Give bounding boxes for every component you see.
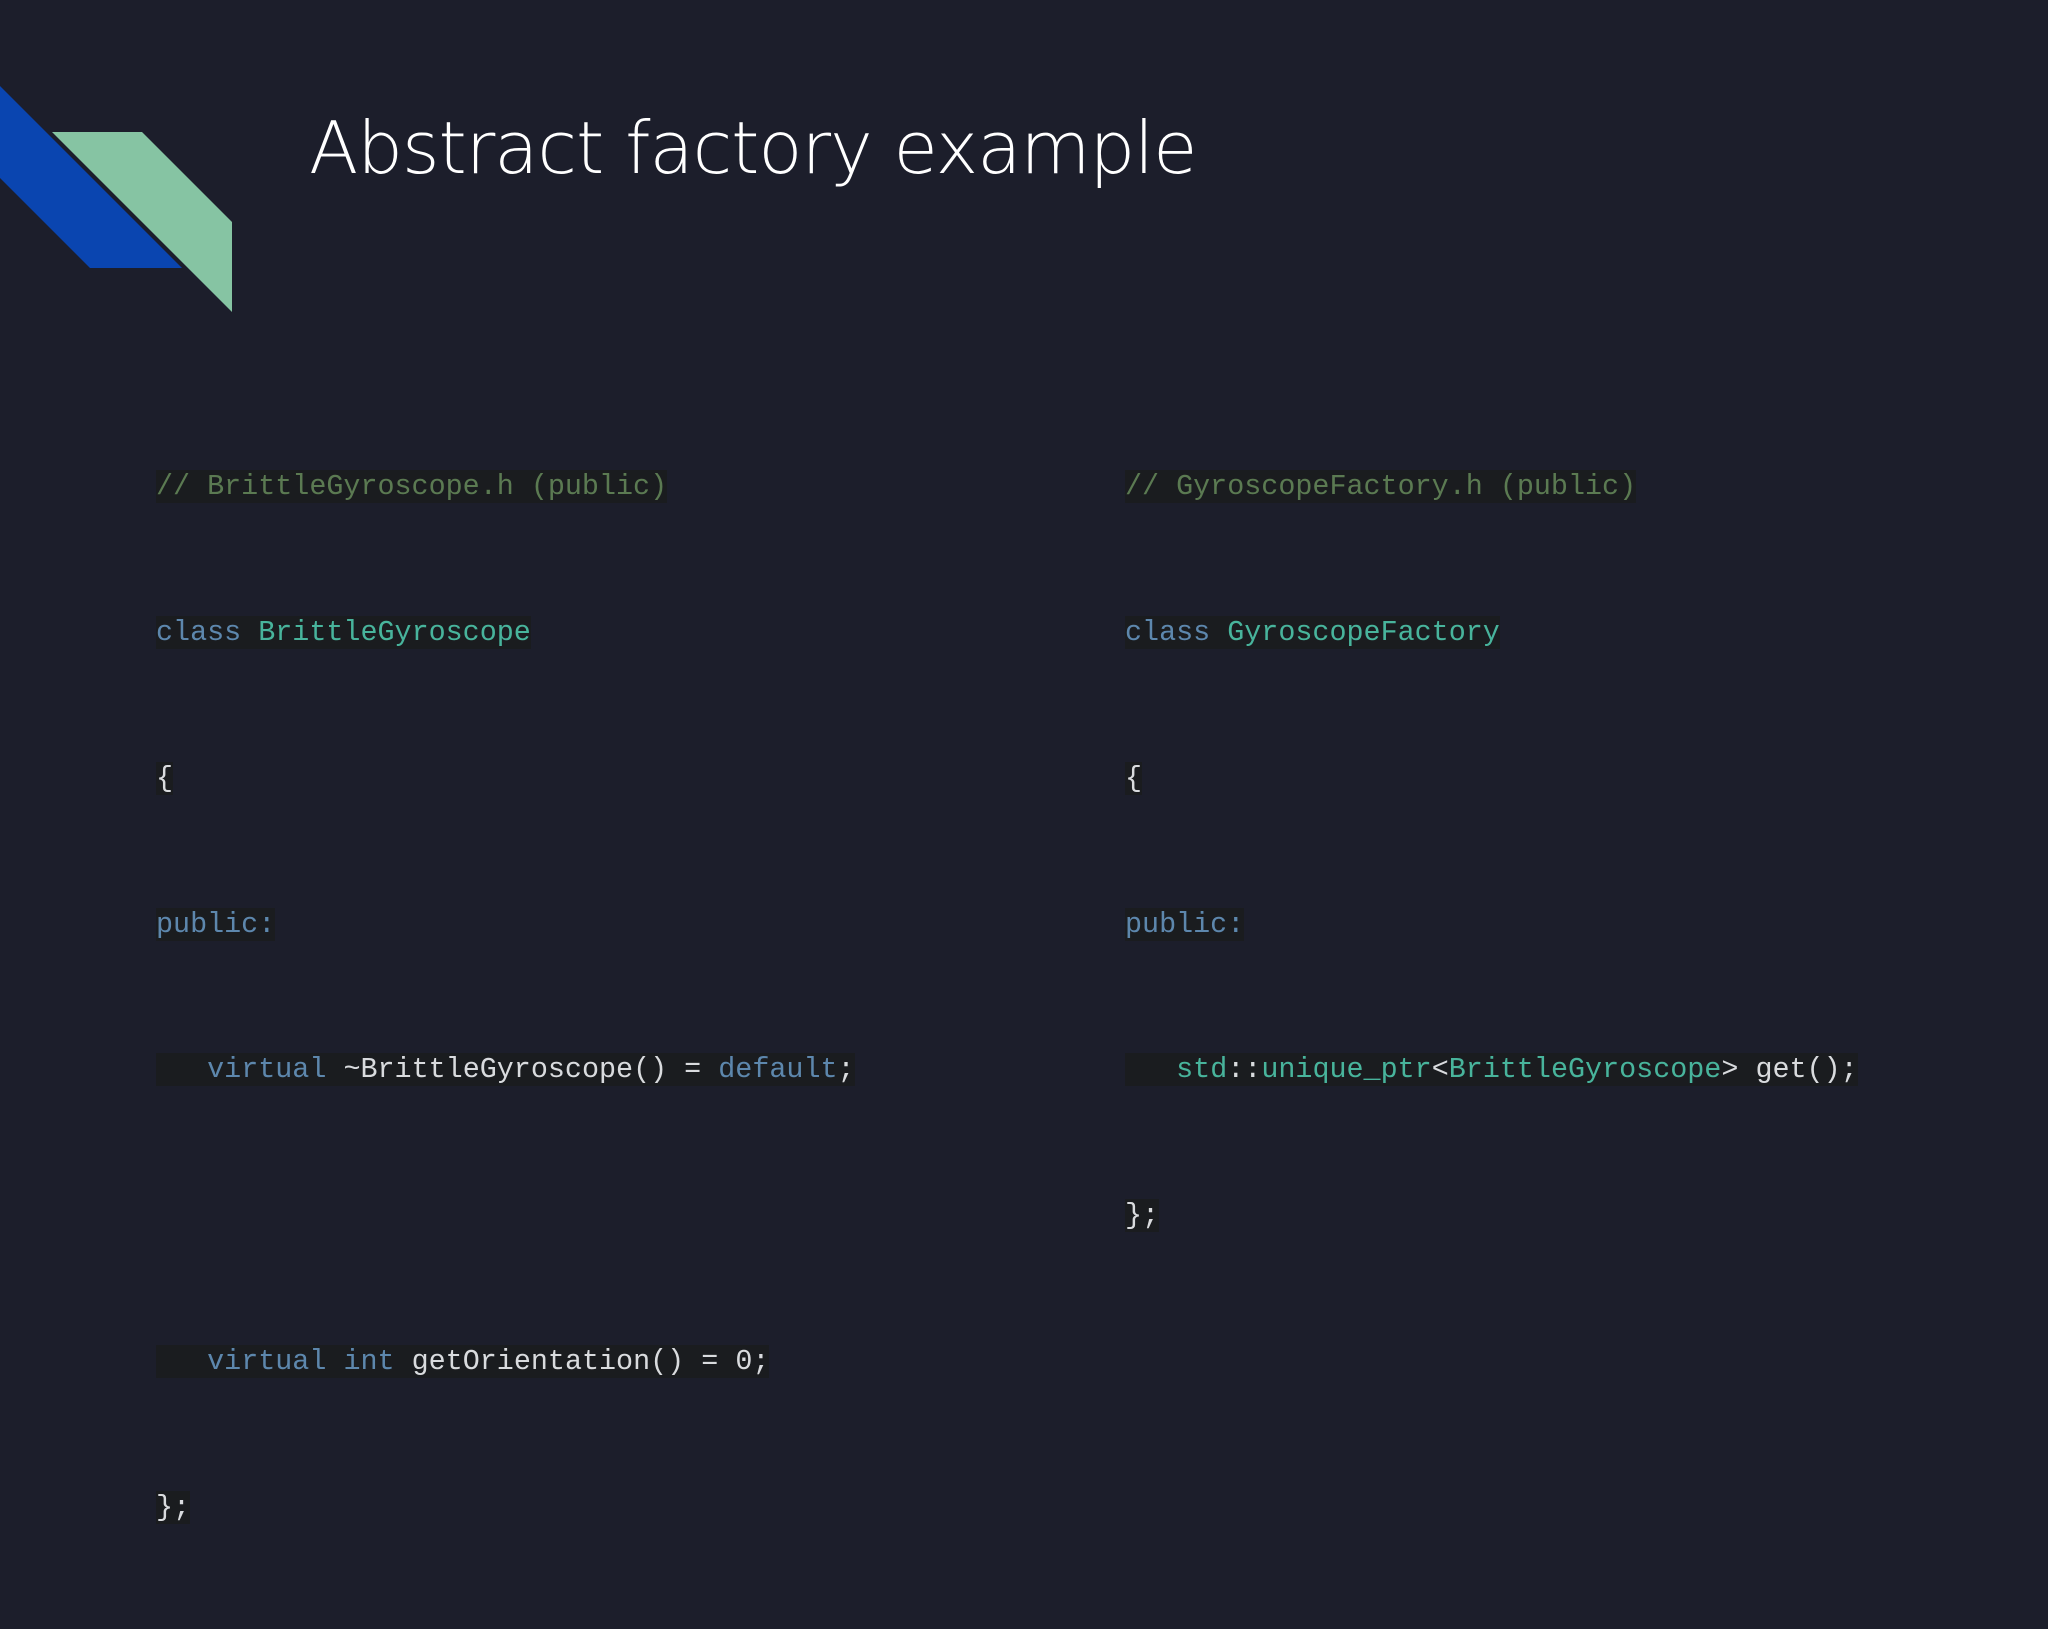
code-keyword: class <box>156 615 242 649</box>
code-line: class GyroscopeFactory <box>1125 609 1858 658</box>
code-line: virtual int getOrientation() = 0; <box>156 1338 855 1387</box>
code-template-name: unique_ptr <box>1261 1053 1432 1087</box>
code-indent <box>1125 1053 1176 1086</box>
code-scope-operator: :: <box>1227 1053 1262 1087</box>
code-angle-open: < <box>1431 1053 1449 1087</box>
code-brace: }; <box>1125 1199 1160 1233</box>
code-line: public: <box>156 901 855 950</box>
code-comment: // GyroscopeFactory.h (public) <box>1125 470 1637 504</box>
code-line: virtual ~BrittleGyroscope() = default; <box>156 1046 855 1095</box>
code-line-blank <box>156 1192 855 1241</box>
code-line: public: <box>1125 901 1858 950</box>
code-block-brittle-gyroscope: // BrittleGyroscope.h (public) class Bri… <box>156 366 855 1629</box>
code-method: getOrientation() = 0; <box>411 1344 770 1378</box>
code-indent <box>156 1345 207 1378</box>
code-class-name: BrittleGyroscope <box>258 615 531 649</box>
slide: Abstract factory example // BrittleGyros… <box>0 86 1858 1524</box>
code-access-specifier: public: <box>1125 907 1245 941</box>
code-brace: }; <box>156 1490 191 1524</box>
code-access-specifier: public: <box>156 907 276 941</box>
code-block-gyroscope-factory: // GyroscopeFactory.h (public) class Gyr… <box>1125 366 1858 1338</box>
code-line: }; <box>156 1484 855 1533</box>
code-line: // BrittleGyroscope.h (public) <box>156 463 855 512</box>
code-namespace: std <box>1176 1053 1228 1087</box>
code-keyword: virtual <box>207 1344 327 1378</box>
blue-stripe <box>0 86 182 268</box>
code-line: }; <box>1125 1192 1858 1241</box>
code-line: std::unique_ptr<BrittleGyroscope> get(); <box>1125 1046 1858 1095</box>
code-class-name: GyroscopeFactory <box>1227 615 1500 649</box>
code-angle-close: > <box>1721 1053 1739 1087</box>
code-keyword: class <box>1125 615 1211 649</box>
code-line: class BrittleGyroscope <box>156 609 855 658</box>
code-method: get(); <box>1738 1053 1858 1087</box>
code-destructor: ~BrittleGyroscope() = <box>343 1053 719 1087</box>
code-line: // GyroscopeFactory.h (public) <box>1125 463 1858 512</box>
code-keyword: default <box>718 1053 838 1087</box>
code-semicolon: ; <box>837 1053 855 1087</box>
code-line: { <box>156 755 855 804</box>
code-keyword: int <box>343 1344 395 1378</box>
code-line: { <box>1125 755 1858 804</box>
code-brace: { <box>156 761 174 795</box>
green-stripe <box>52 132 232 312</box>
code-type-name: BrittleGyroscope <box>1448 1053 1722 1087</box>
code-keyword: virtual <box>207 1053 327 1087</box>
code-brace: { <box>1125 761 1143 795</box>
slide-title: Abstract factory example <box>309 106 1197 190</box>
corner-stripes-decoration <box>0 86 232 312</box>
code-indent <box>156 1053 207 1086</box>
code-comment: // BrittleGyroscope.h (public) <box>156 470 668 504</box>
